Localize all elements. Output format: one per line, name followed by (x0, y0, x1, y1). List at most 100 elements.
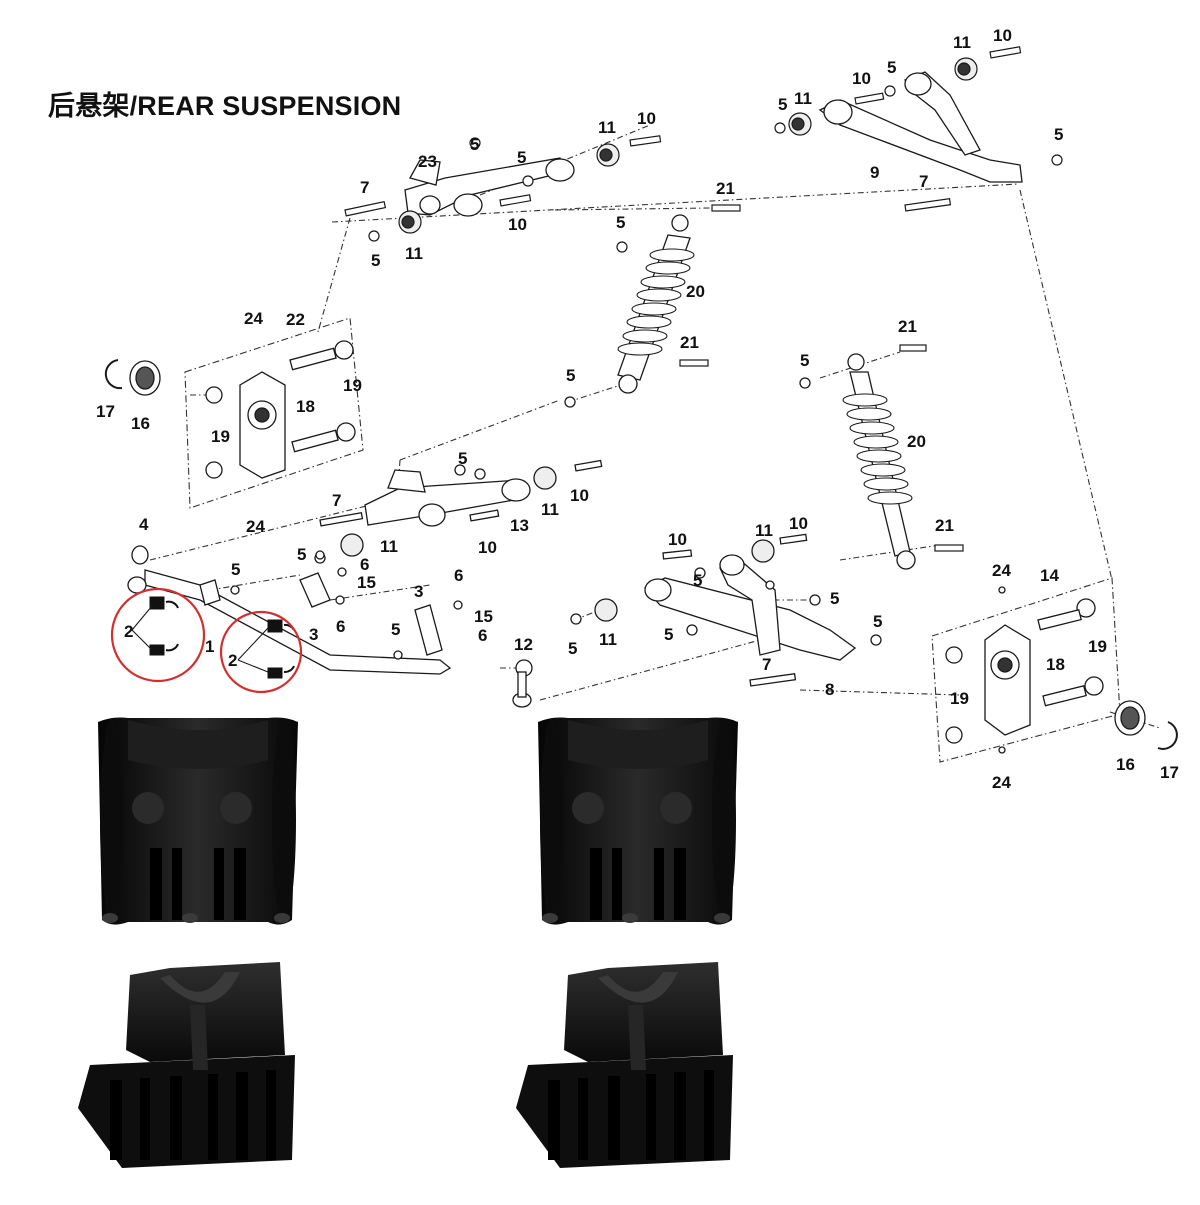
callout: 5 (297, 545, 306, 564)
callout: 5 (568, 639, 577, 658)
callout: 6 (454, 566, 463, 585)
callout: 5 (470, 135, 479, 154)
callout: 7 (762, 655, 771, 674)
callout: 2 (124, 622, 133, 641)
knuckle-right (945, 586, 1104, 754)
callout: 21 (680, 333, 699, 352)
callout: 12 (514, 635, 533, 654)
callout: 23 (418, 152, 437, 171)
callout: 20 (907, 432, 926, 451)
callout: 14 (1040, 566, 1059, 585)
callout: 22 (286, 310, 305, 329)
callout: 11 (794, 89, 812, 108)
callout: 7 (919, 172, 928, 191)
callout: 10 (789, 514, 808, 533)
callout: 5 (371, 251, 380, 270)
upper-right-a-arm (818, 71, 1023, 183)
lower-right-a-arm (570, 533, 882, 687)
callout: 6 (360, 555, 369, 574)
callout-labels: 10 11 5 10 5 11 5 9 7 23 5 5 11 10 7 10 … (96, 26, 1179, 792)
callout: 16 (131, 414, 150, 433)
callout: 24 (246, 517, 265, 536)
bolts-shock (679, 204, 964, 552)
callout: 5 (231, 560, 240, 579)
bushing-11-top (398, 143, 620, 234)
upper-left-a-arm (404, 157, 575, 217)
callout: 15 (474, 607, 493, 626)
callout: 7 (332, 491, 341, 510)
callout: 5 (1054, 125, 1063, 144)
callout: 21 (716, 179, 735, 198)
callout: 10 (508, 215, 527, 234)
callout: 13 (510, 516, 529, 535)
callout: 5 (887, 58, 896, 77)
callout: 15 (357, 573, 376, 592)
leader-lines (131, 605, 269, 673)
callout: 4 (139, 515, 149, 534)
callout: 5 (391, 620, 400, 639)
callout: 5 (693, 571, 702, 590)
callout: 10 (668, 530, 687, 549)
callout: 11 (953, 33, 971, 52)
wheel-bearing-right (1114, 700, 1178, 750)
callout: 19 (1088, 637, 1107, 656)
callout: 17 (1160, 763, 1179, 782)
callout: 6 (478, 626, 487, 645)
bushing-photo-bottom-right (516, 962, 733, 1168)
bushing-11-upper-right (774, 57, 1063, 166)
stabilizer-bushings-small (149, 596, 295, 679)
callout: 10 (570, 486, 589, 505)
callout: 11 (541, 500, 559, 519)
callout: 5 (800, 351, 809, 370)
callout: 5 (830, 589, 839, 608)
bolts-upper-right (854, 46, 1022, 212)
callout: 11 (405, 244, 423, 263)
callout: 19 (211, 427, 230, 446)
assembly-boxes (184, 317, 1121, 763)
bushing-photo-bottom-left (78, 962, 295, 1168)
callout: 11 (598, 118, 616, 137)
callout: 24 (992, 561, 1011, 580)
callout: 24 (992, 773, 1011, 792)
callout: 1 (205, 637, 214, 656)
callout: 7 (360, 178, 369, 197)
callout: 9 (870, 163, 879, 182)
callout: 21 (898, 317, 917, 336)
callout: 10 (852, 69, 871, 88)
callout: 8 (825, 680, 834, 699)
callout: 19 (950, 689, 969, 708)
callout: 3 (309, 625, 318, 644)
shock-absorber-right (564, 353, 916, 570)
stabilizer-bar (127, 545, 533, 708)
callout: 17 (96, 402, 115, 421)
bushing-photo-top-left (98, 717, 298, 925)
shock-absorber-left (617, 214, 695, 394)
callout: 11 (755, 521, 773, 540)
callout: 10 (637, 109, 656, 128)
callout: 5 (458, 449, 467, 468)
bushing-photo-top-right (538, 717, 738, 925)
diagram-title: 后悬架/REAR SUSPENSION (48, 91, 402, 121)
callout: 5 (517, 148, 526, 167)
callout: 5 (664, 625, 673, 644)
callout: 18 (1046, 655, 1065, 674)
callout: 5 (778, 95, 787, 114)
knuckle-left (205, 340, 356, 479)
callout: 10 (993, 26, 1012, 45)
callout: 11 (599, 630, 617, 649)
callout: 19 (343, 376, 362, 395)
callout: 21 (935, 516, 954, 535)
callout: 10 (478, 538, 497, 557)
bushing-highlight-circles (110, 587, 303, 694)
callout: 5 (873, 612, 882, 631)
callout: 2 (228, 651, 237, 670)
callout: 24 (244, 309, 263, 328)
callout: 5 (566, 366, 575, 385)
bolts-upper-left (344, 135, 662, 253)
callout: 18 (296, 397, 315, 416)
callout: 6 (336, 617, 345, 636)
callout: 20 (686, 282, 705, 301)
callout: 16 (1116, 755, 1135, 774)
